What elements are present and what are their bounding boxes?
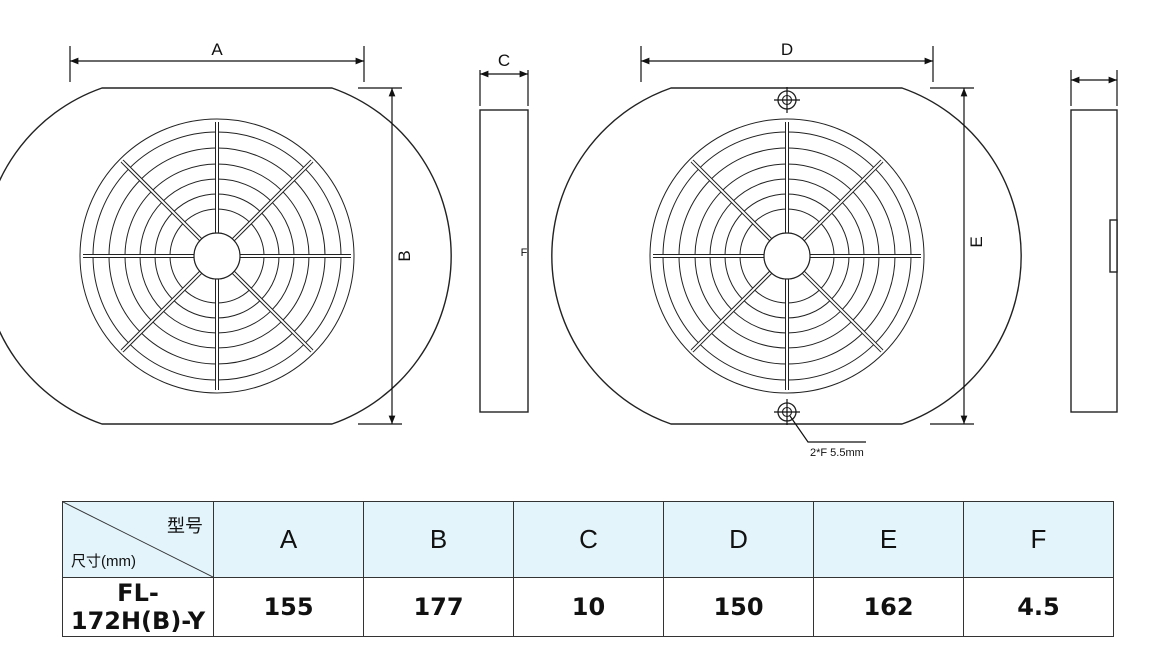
front-view-grill bbox=[79, 118, 355, 394]
dim-b-label: B bbox=[395, 250, 414, 261]
corner-size-label: 尺寸(mm) bbox=[71, 553, 136, 570]
value-cell-c: 10 bbox=[513, 577, 664, 637]
value-cell-a: 155 bbox=[213, 577, 364, 637]
column-header-e: E bbox=[813, 501, 964, 578]
technical-drawing: A B C F bbox=[0, 40, 1118, 459]
column-header-c: C bbox=[513, 501, 664, 578]
side-view-left: C F bbox=[479, 51, 529, 413]
dim-d-label: D bbox=[781, 40, 793, 59]
column-header-a: A bbox=[213, 501, 364, 578]
value-cell-d: 150 bbox=[663, 577, 814, 637]
hole-note: 2*F 5.5mm bbox=[810, 447, 864, 459]
mounting-hole-bottom bbox=[774, 399, 800, 425]
column-header-d: D bbox=[663, 501, 814, 578]
side-view-left-body bbox=[479, 109, 529, 413]
dim-a-label: A bbox=[211, 40, 223, 59]
value-cell-f: 4.5 bbox=[963, 577, 1114, 637]
value-cell-b: 177 bbox=[363, 577, 514, 637]
dim-c-label: C bbox=[498, 51, 510, 70]
dim-e-label: E bbox=[967, 236, 986, 247]
column-header-f: F bbox=[963, 501, 1114, 578]
mounting-hole-top bbox=[774, 87, 800, 113]
dim-f-label: F bbox=[521, 247, 528, 259]
table-row: FL-172H(B)-Y 155 177 10 150 162 4.5 bbox=[62, 577, 1114, 637]
model-cell: FL-172H(B)-Y bbox=[62, 577, 214, 637]
column-header-b: B bbox=[363, 501, 514, 578]
guard-front-view-grill bbox=[649, 118, 925, 394]
table-header-row: 型号 尺寸(mm) A B C D E F bbox=[62, 501, 1114, 578]
side-view-right bbox=[1070, 70, 1118, 413]
guard-front-view: 2*F 5.5mm D E bbox=[551, 40, 1022, 459]
value-cell-e: 162 bbox=[813, 577, 964, 637]
corner-diagonal bbox=[63, 502, 213, 577]
corner-model-label: 型号 bbox=[167, 516, 203, 536]
table-corner-cell: 型号 尺寸(mm) bbox=[62, 501, 214, 578]
side-view-right-tab bbox=[1109, 219, 1118, 273]
dimension-table: 型号 尺寸(mm) A B C D E F FL-172H(B)-Y 155 1… bbox=[62, 501, 1114, 637]
front-view: A B bbox=[0, 40, 452, 425]
